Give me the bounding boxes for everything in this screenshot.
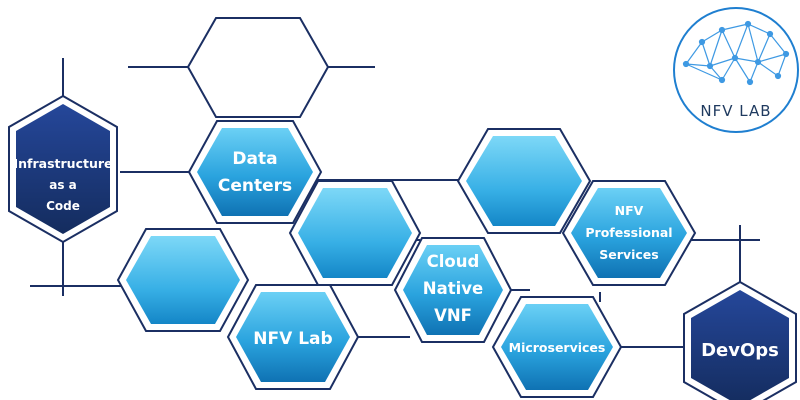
hexagon-data-centers: Data Centers: [187, 120, 323, 224]
logo-text: NFV LAB: [700, 102, 771, 120]
node-label: NFV Lab: [253, 329, 332, 349]
node-label: Centers: [218, 176, 292, 196]
hexagon-nfv-professional-services: NFV Professional Services: [561, 180, 697, 286]
node-label: Microservices: [509, 340, 606, 355]
hexagon-infrastructure-as-code: Infrastructure as a Code: [8, 94, 118, 244]
hexagon-nfv-lab: NFV Lab: [226, 284, 360, 390]
network-mesh-icon: [682, 20, 790, 86]
hexagon-cloud-native-vnf: Cloud Native VNF: [393, 237, 513, 343]
node-label: NFV: [615, 203, 644, 218]
hexagon-empty: [456, 128, 592, 234]
node-label: as a: [49, 178, 77, 192]
hexagon-outline: [186, 17, 330, 118]
node-label: Services: [599, 247, 658, 262]
nfv-lab-logo: NFV LAB: [673, 7, 799, 133]
node-label: VNF: [434, 306, 472, 325]
hexagon-empty: [116, 228, 250, 332]
node-label: DevOps: [701, 340, 779, 361]
hexagon-devops: DevOps: [683, 280, 797, 400]
node-label: Native: [423, 279, 483, 298]
hexagon-microservices: Microservices: [491, 296, 623, 398]
node-label: Infrastructure: [14, 156, 113, 171]
node-label: Data: [232, 149, 277, 169]
hexagon-empty: [288, 180, 422, 286]
node-label: Professional: [585, 225, 672, 240]
node-label: Code: [46, 199, 80, 213]
node-label: Cloud: [427, 252, 480, 271]
